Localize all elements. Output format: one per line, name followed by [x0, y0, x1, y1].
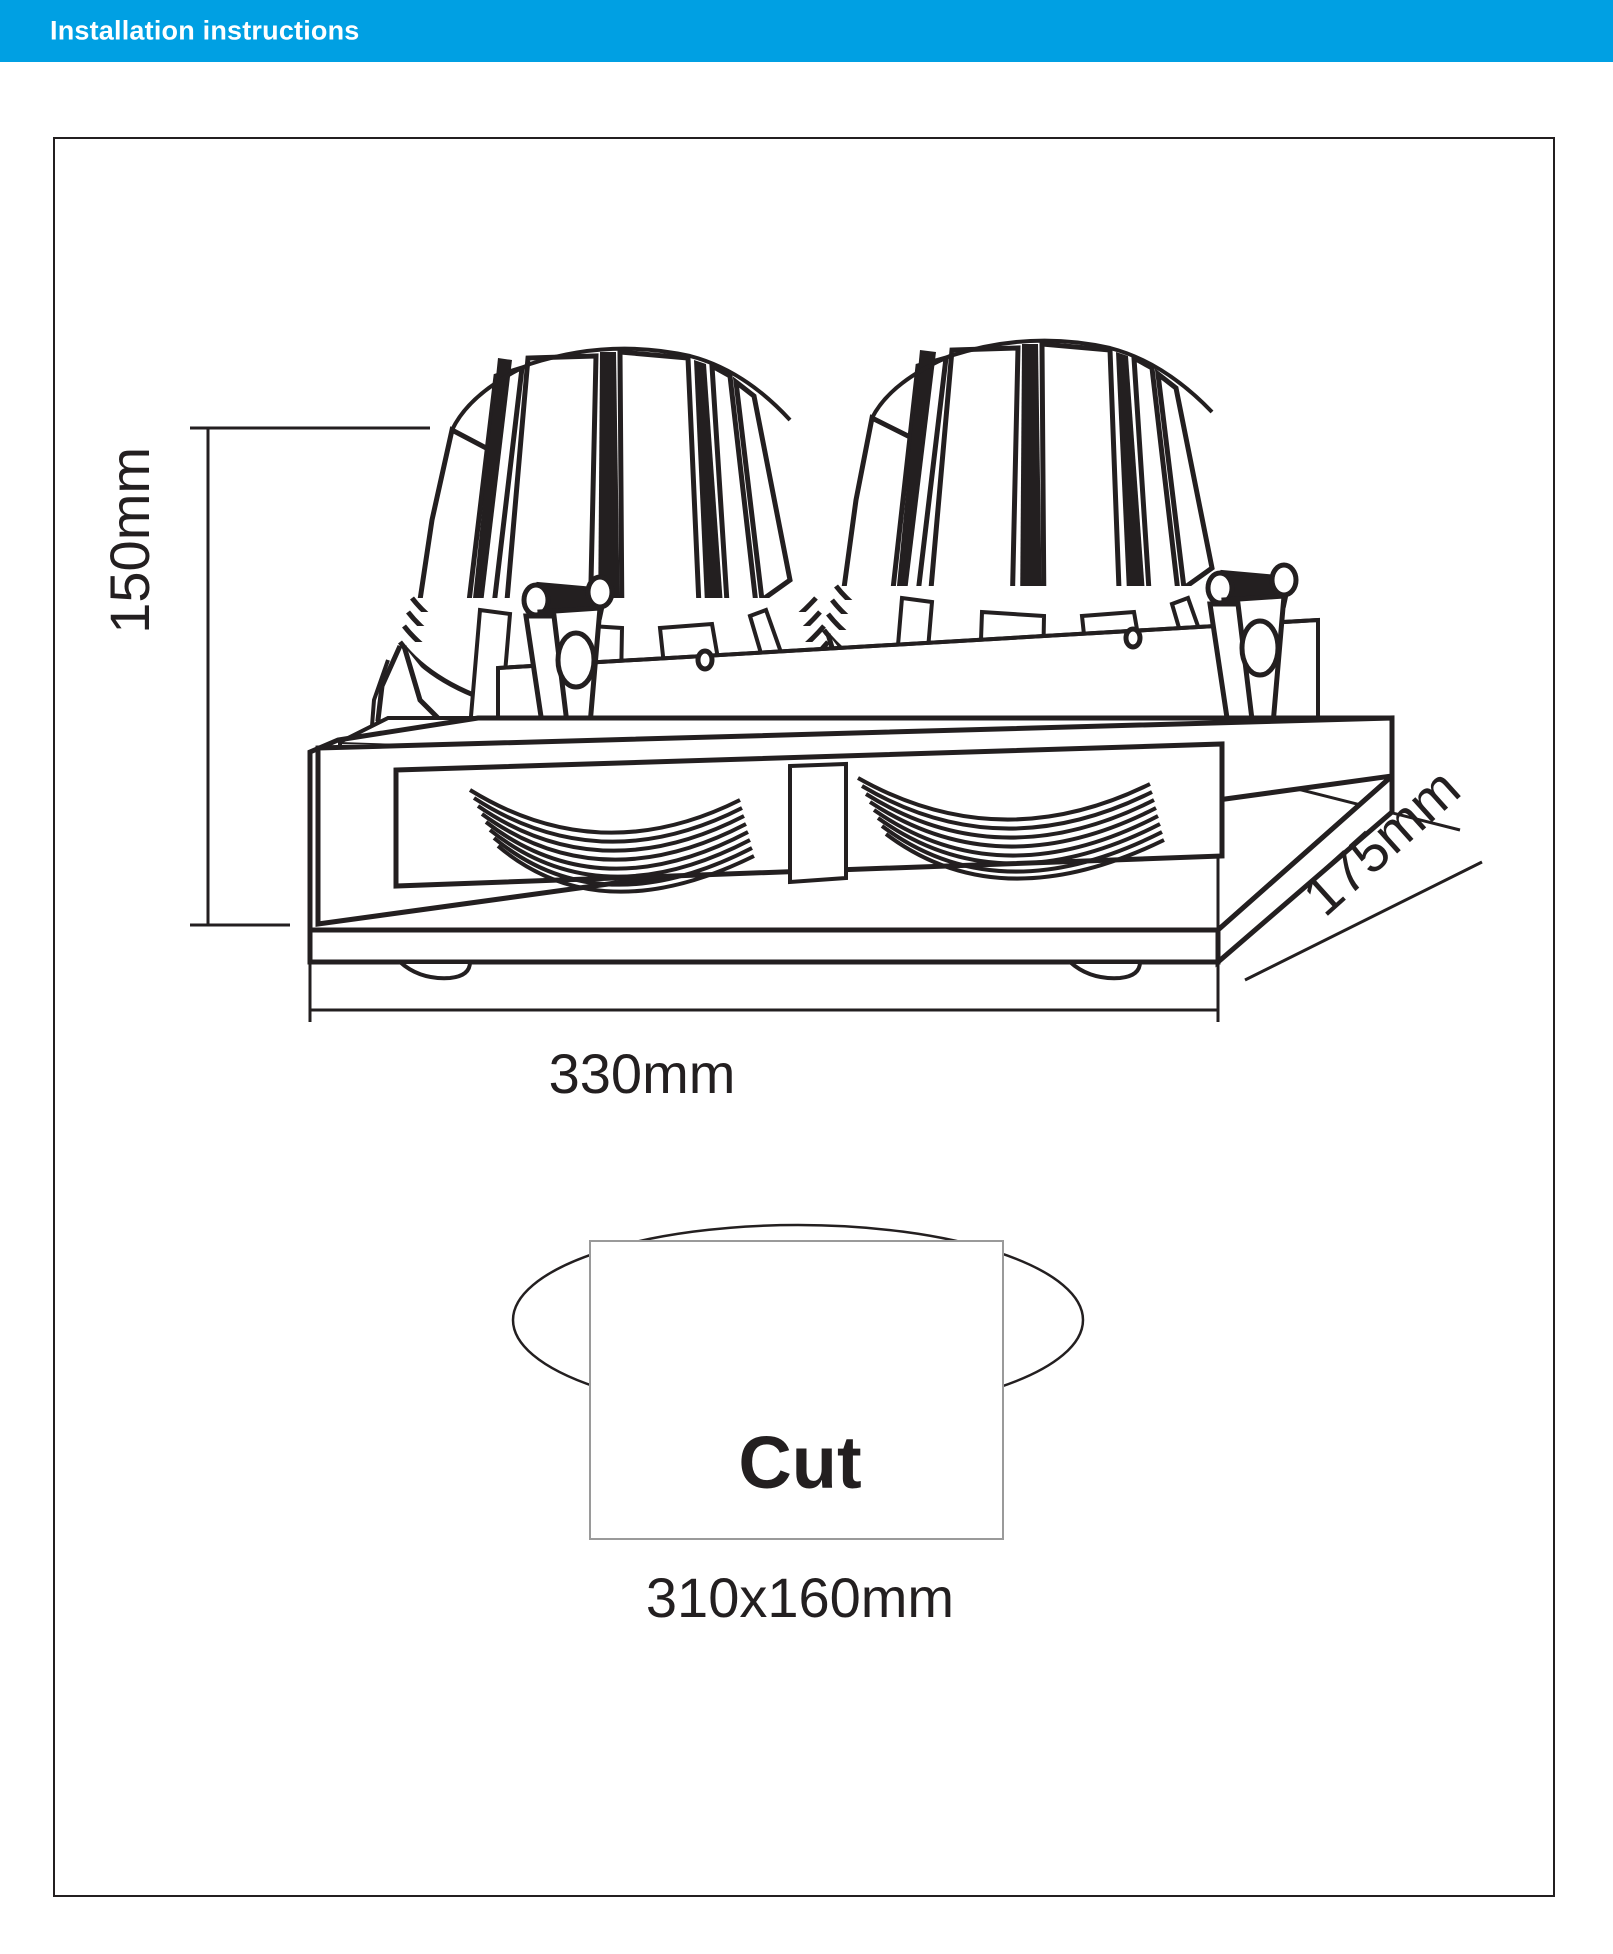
dimension-label-width: 330mm [548, 1042, 736, 1105]
header-banner: Installation instructions [0, 0, 1613, 62]
cutout-size-label: 310x160mm [645, 1566, 955, 1629]
content-frame [53, 137, 1555, 1897]
dimension-label-height: 150mm [98, 447, 161, 634]
cut-instruction-panel [589, 1240, 1004, 1540]
page-title: Installation instructions [50, 15, 360, 46]
cut-caption: Cut [738, 1421, 862, 1504]
